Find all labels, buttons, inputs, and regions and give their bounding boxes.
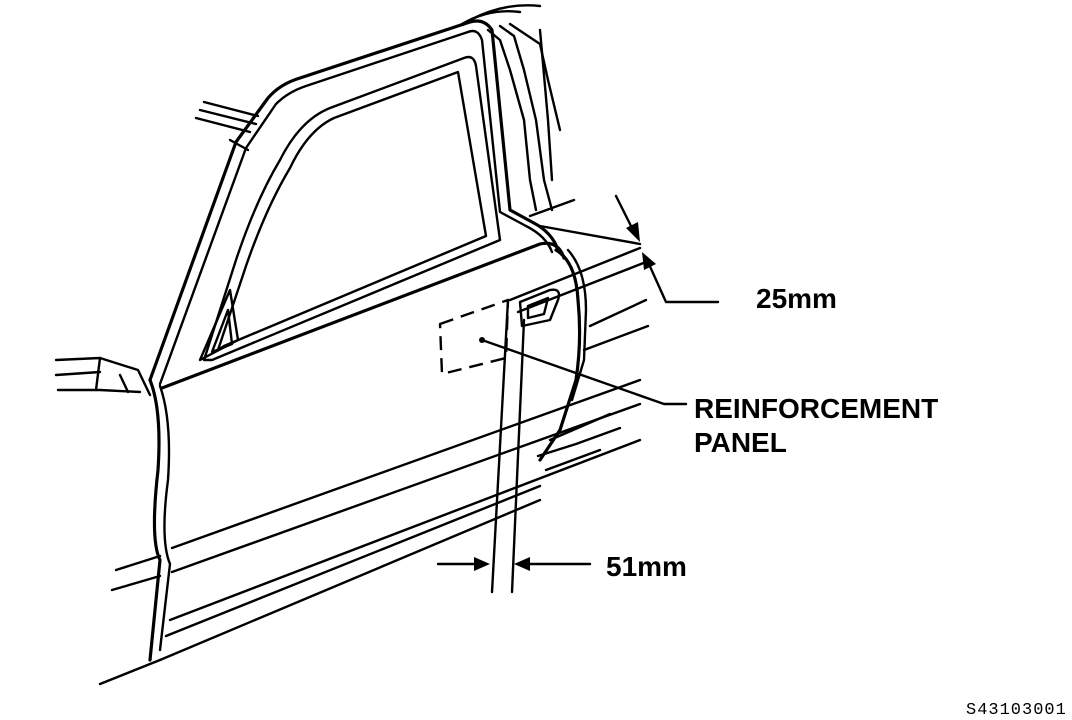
door-window [202,55,502,362]
dim-51-label: 51mm [606,551,687,582]
front-fender [54,356,152,397]
reinforcement-label-line2: PANEL [694,427,787,458]
door-front-edge [148,378,162,662]
body-lines [98,378,642,686]
reinforcement-label-line1: REINFORCEMENT [694,393,938,424]
rear-quarter [508,198,650,458]
dim-25-arrows [614,194,720,304]
door-frame [148,4,562,386]
reinforcement-leader [480,338,688,406]
dim-25-label: 25mm [756,283,837,314]
reinforcement-panel-outline [438,298,510,376]
dim-51-arrows [436,557,592,571]
dim-51-ext-left [490,298,510,594]
figure-code: S43103001 [966,701,1067,720]
dim-51-ext-right [510,318,526,594]
vent-window [198,288,240,362]
door-handle [518,288,561,328]
